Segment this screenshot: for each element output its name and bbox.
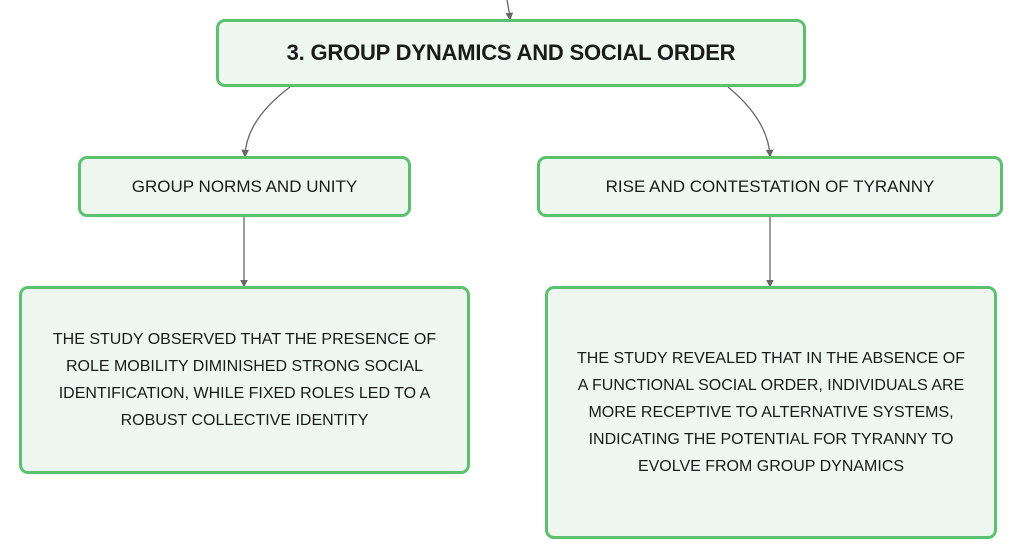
connector-root-to-branch-right bbox=[727, 86, 774, 158]
leaf-text: THE STUDY OBSERVED THAT THE PRESENCE OF … bbox=[52, 331, 437, 429]
connector-root-to-branch-left bbox=[241, 86, 291, 158]
incoming-connector bbox=[505, 0, 514, 21]
branch-node-tyranny[interactable]: RISE AND CONTESTATION OF TYRANNY bbox=[537, 156, 1003, 217]
leaf-node-tyranny-detail[interactable]: THE STUDY REVEALED THAT IN THE ABSENCE O… bbox=[545, 286, 997, 539]
root-title: 3. GROUP DYNAMICS AND SOCIAL ORDER bbox=[286, 40, 736, 65]
branch-label: GROUP NORMS AND UNITY bbox=[131, 176, 358, 196]
leaf-node-group-norms-detail[interactable]: THE STUDY OBSERVED THAT THE PRESENCE OF … bbox=[19, 286, 470, 474]
root-node[interactable]: 3. GROUP DYNAMICS AND SOCIAL ORDER bbox=[216, 19, 806, 87]
leaf-text: THE STUDY REVEALED THAT IN THE ABSENCE O… bbox=[577, 350, 965, 475]
branch-node-group-norms[interactable]: GROUP NORMS AND UNITY bbox=[78, 156, 411, 217]
branch-label: RISE AND CONTESTATION OF TYRANNY bbox=[605, 176, 935, 196]
